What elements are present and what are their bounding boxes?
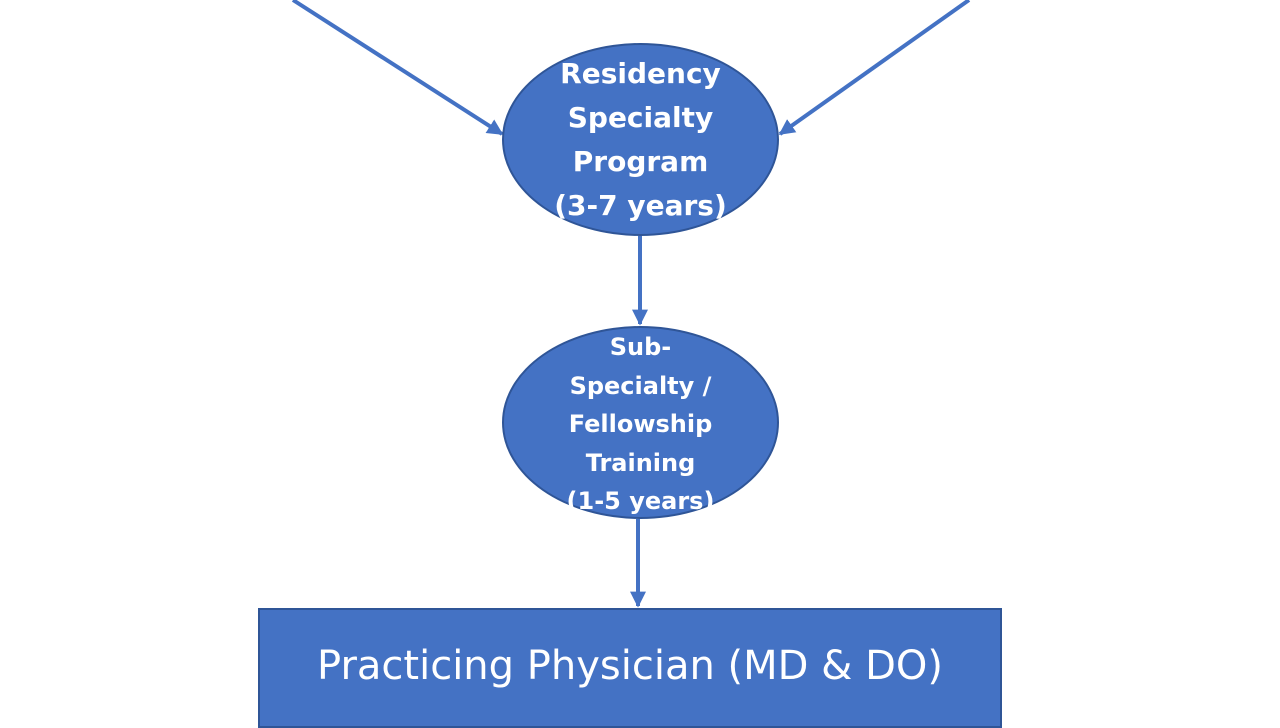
residency-label: Residency Specialty Program (3-7 years)	[541, 52, 741, 228]
physician-node: Practicing Physician (MD & DO)	[258, 608, 1002, 728]
residency-line: Residency	[560, 56, 721, 90]
residency-line: (3-7 years)	[554, 188, 727, 222]
residency-line: Specialty	[567, 100, 714, 134]
residency-line: Program	[572, 144, 709, 178]
fellowship-node: Sub- Specialty / Fellowship Training (1-…	[502, 326, 779, 519]
arrow-right-to-residency	[778, 0, 971, 136]
fellowship-line: (1-5 years)	[566, 487, 715, 516]
fellowship-line: Specialty /	[569, 371, 712, 400]
physician-label: Practicing Physician (MD & DO)	[317, 643, 943, 689]
fellowship-line: Fellowship	[568, 410, 713, 439]
fellowship-line: Training	[585, 448, 696, 477]
fellowship-label: Sub- Specialty / Fellowship Training (1-…	[556, 328, 726, 521]
fellowship-line: Sub-	[609, 333, 672, 362]
arrow-left-to-residency	[291, 0, 504, 136]
residency-node: Residency Specialty Program (3-7 years)	[502, 43, 779, 236]
